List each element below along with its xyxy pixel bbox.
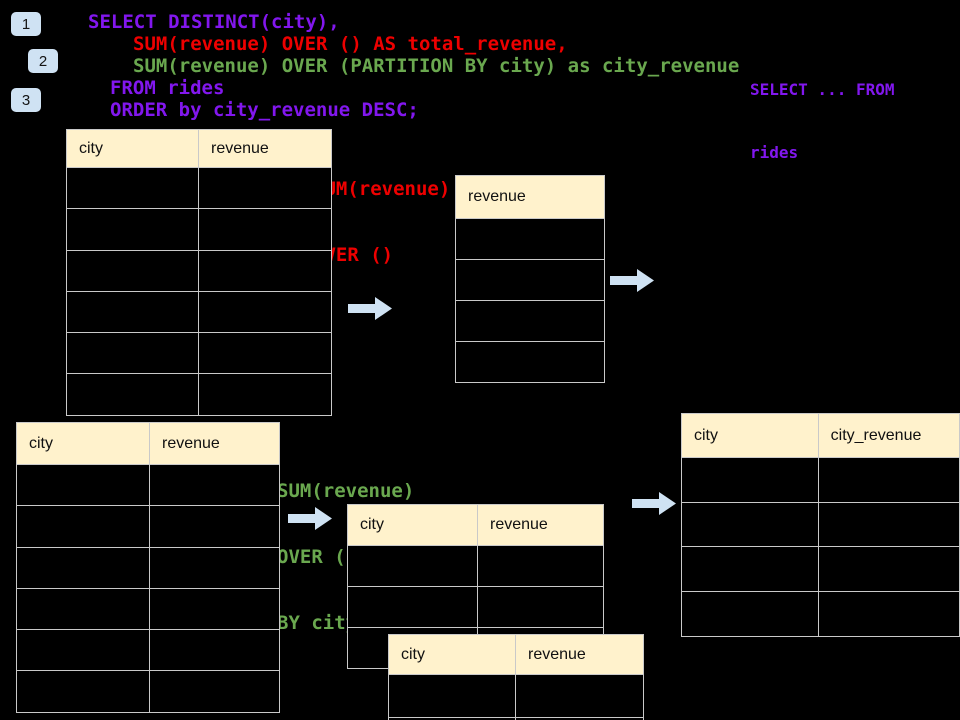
annotation-total-revenue: SUM(revenue) OVER () (313, 134, 450, 310)
column-header-city: city (66, 129, 199, 168)
table-cell (817, 546, 960, 593)
column-header-revenue: revenue (515, 634, 644, 675)
table-cell (198, 373, 332, 416)
table-cell (149, 505, 280, 548)
flow-arrow-icon (348, 297, 392, 320)
table-cell (817, 591, 960, 637)
annotation-line: OVER () (313, 244, 394, 266)
column-header-revenue: revenue (455, 175, 605, 219)
sql-line-partition: SUM(revenue) OVER (PARTITION BY city) as… (133, 55, 740, 77)
table-cell (16, 670, 150, 713)
table-cell (66, 208, 199, 251)
step-3-badge: 3 (11, 88, 41, 112)
side-note-line: rides (750, 143, 799, 162)
sql-line-from: FROM rides (110, 77, 225, 99)
table-cell (347, 545, 478, 587)
sql-line-total: SUM(revenue) OVER () AS total_revenue, (133, 33, 568, 55)
table-cell (681, 591, 819, 637)
column-header-city: city (347, 504, 478, 546)
table-cell (66, 290, 199, 334)
table-source-top: city revenue (66, 129, 332, 416)
flow-arrow-icon (632, 492, 676, 515)
column-header-revenue: revenue (198, 129, 332, 168)
table-partition-b: city revenue (388, 634, 644, 720)
column-header-city: city (388, 634, 516, 675)
table-cell (66, 166, 199, 210)
sql-line-select: SELECT DISTINCT(city), (88, 11, 340, 33)
table-cell (66, 373, 199, 416)
column-header-city: city (681, 413, 819, 458)
column-header-city-revenue: city_revenue (817, 413, 960, 458)
table-cell (198, 208, 332, 251)
annotation-line: SUM(revenue) (277, 480, 415, 502)
table-cell (198, 249, 332, 292)
table-cell (817, 457, 960, 503)
table-cell (198, 332, 332, 375)
table-cell (149, 463, 280, 507)
step-1-badge: 1 (11, 12, 41, 36)
annotation-line: SUM(revenue) (313, 178, 451, 200)
table-cell (455, 218, 605, 260)
column-header-city: city (16, 422, 150, 465)
table-cell (16, 505, 150, 548)
table-cell (515, 717, 644, 720)
table-cell (66, 332, 199, 375)
table-cell (477, 586, 604, 628)
flow-arrow-icon (610, 269, 654, 292)
table-cell (149, 670, 280, 713)
table-cell (681, 457, 819, 503)
sql-line-order: ORDER by city_revenue DESC; (110, 99, 419, 121)
table-partition-a: city revenue (347, 504, 604, 669)
table-cell (817, 501, 960, 548)
table-city-revenue: city city_revenue (681, 413, 960, 637)
flow-arrow-icon (288, 507, 332, 530)
table-cell (455, 300, 605, 342)
table-cell (681, 501, 819, 548)
table-cell (198, 166, 332, 210)
table-cell (16, 546, 150, 589)
table-cell (681, 546, 819, 593)
table-cell (149, 546, 280, 589)
table-source-bottom: city revenue (16, 422, 280, 713)
table-cell (198, 290, 332, 334)
table-cell (347, 586, 478, 628)
column-header-revenue: revenue (149, 422, 280, 465)
step-2-badge: 2 (28, 49, 58, 73)
table-cell (388, 674, 516, 718)
table-total-revenue: revenue (455, 175, 605, 383)
table-cell (16, 587, 150, 631)
side-note-select-from: SELECT ... FROM rides (750, 37, 895, 205)
column-header-revenue: revenue (477, 504, 604, 546)
table-cell (455, 259, 605, 301)
side-note-line: SELECT ... FROM (750, 80, 895, 99)
table-cell (455, 341, 605, 383)
table-cell (477, 545, 604, 587)
table-cell (149, 629, 280, 672)
table-cell (149, 587, 280, 631)
table-cell (16, 463, 150, 507)
table-cell (66, 249, 199, 292)
table-cell (515, 674, 644, 718)
table-cell (16, 629, 150, 672)
